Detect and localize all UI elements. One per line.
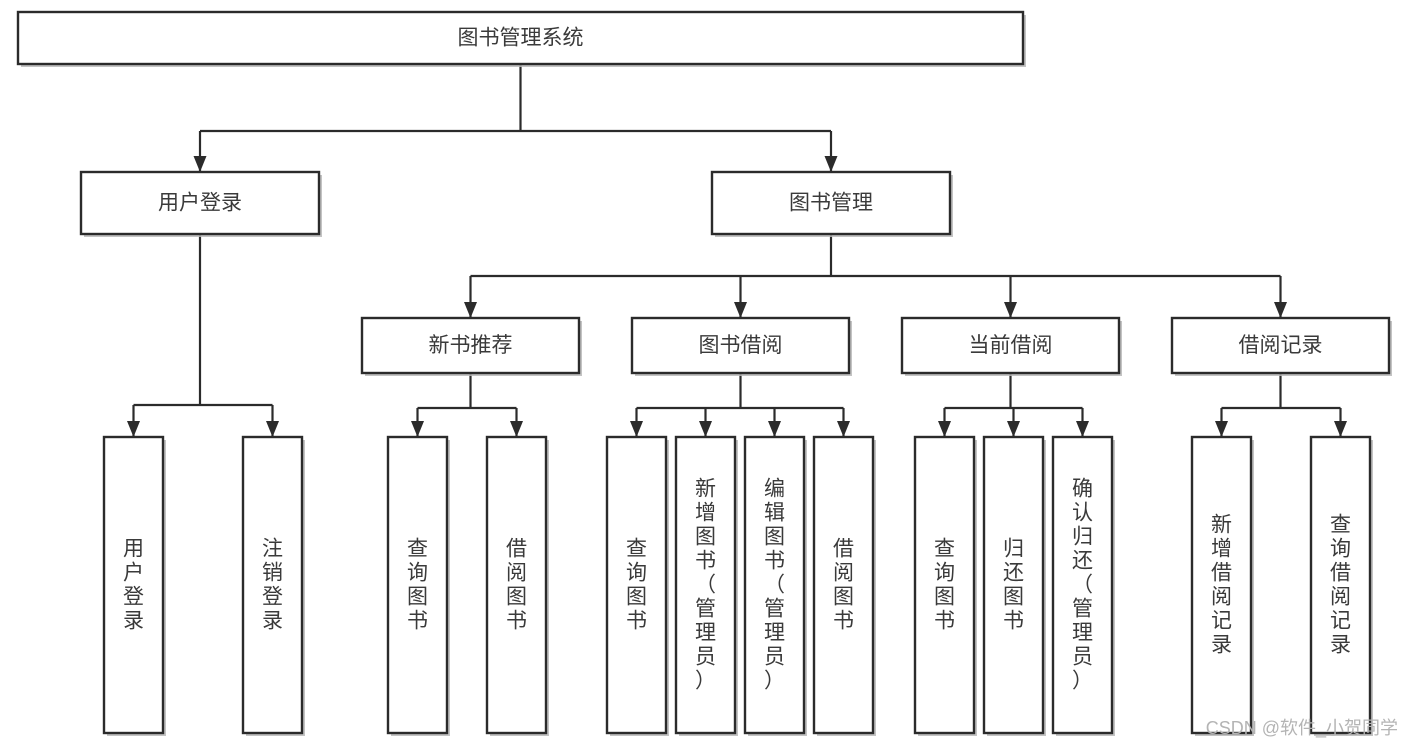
node-border xyxy=(1309,435,1372,735)
node-border xyxy=(982,435,1045,735)
node-border xyxy=(16,10,1025,66)
node-label: 当前借阅 xyxy=(969,334,1053,357)
node-border xyxy=(812,435,875,735)
node-label: 图书借阅 xyxy=(699,334,783,357)
node-label: 注销登录 xyxy=(262,538,283,633)
node-current-borrow[interactable]: 当前借阅 xyxy=(900,316,1122,376)
node-label: 借阅图书 xyxy=(506,538,527,633)
arrow-head xyxy=(938,421,951,437)
node-label: 查询图书 xyxy=(934,538,955,633)
node-leaf-add-borrow-record[interactable]: 新增借阅记录 xyxy=(1190,435,1254,736)
node-label: 新书推荐 xyxy=(429,334,513,357)
connector-group-current-borrow xyxy=(938,373,1089,437)
csdn-watermark: CSDN @软件_小贺同学 xyxy=(1206,718,1398,739)
arrow-head xyxy=(734,302,747,318)
node-leaf-add-book-admin[interactable]: 新增图书（管理员） xyxy=(674,435,738,736)
node-book-borrow[interactable]: 图书借阅 xyxy=(630,316,852,376)
arrow-head xyxy=(1334,421,1347,437)
node-label: 用户登录 xyxy=(158,192,242,215)
arrow-head xyxy=(1215,421,1228,437)
node-border xyxy=(710,170,952,236)
node-leaf-logout-login[interactable]: 注销登录 xyxy=(241,435,305,736)
arrow-head xyxy=(1004,302,1017,318)
node-label: 查询借阅记录 xyxy=(1330,514,1351,657)
node-label: 图书管理 xyxy=(789,192,873,215)
node-label: 图书管理系统 xyxy=(458,27,584,50)
node-border xyxy=(485,435,548,735)
connector-group-new-book-recommend xyxy=(411,373,523,437)
node-leaf-query-borrow-record[interactable]: 查询借阅记录 xyxy=(1309,435,1373,736)
node-label: 新增图书（管理员） xyxy=(695,478,716,693)
node-border xyxy=(1051,435,1114,735)
connector-group-borrow-records xyxy=(1215,373,1347,437)
arrow-head xyxy=(824,156,838,172)
node-root[interactable]: 图书管理系统 xyxy=(16,10,1026,67)
node-border xyxy=(1170,316,1391,375)
arrow-head xyxy=(193,156,207,172)
arrow-head xyxy=(1274,302,1287,318)
node-border xyxy=(913,435,976,735)
node-border xyxy=(360,316,581,375)
node-leaf-return-book[interactable]: 归还图书 xyxy=(982,435,1046,736)
node-book-management[interactable]: 图书管理 xyxy=(710,170,953,237)
node-border xyxy=(241,435,304,735)
node-leaf-confirm-return-admin[interactable]: 确认归还（管理员） xyxy=(1051,435,1115,736)
node-leaf-borrow-book-rec[interactable]: 借阅图书 xyxy=(485,435,549,736)
arrow-head xyxy=(630,421,643,437)
node-label: 编辑图书（管理员） xyxy=(764,478,785,693)
connectors-layer xyxy=(127,64,1347,437)
arrow-head xyxy=(411,421,424,437)
node-border xyxy=(386,435,449,735)
nodes-layer: 图书管理系统用户登录图书管理新书推荐图书借阅当前借阅借阅记录用户登录注销登录查询… xyxy=(16,10,1392,736)
node-leaf-query-book-current[interactable]: 查询图书 xyxy=(913,435,977,736)
node-border xyxy=(743,435,806,735)
node-border xyxy=(79,170,321,236)
connector-group-root xyxy=(193,64,838,172)
node-borrow-records[interactable]: 借阅记录 xyxy=(1170,316,1392,376)
node-label: 确认归还（管理员） xyxy=(1072,478,1093,693)
node-label: 查询图书 xyxy=(407,538,428,633)
node-leaf-user-login[interactable]: 用户登录 xyxy=(102,435,166,736)
connector-group-book-management xyxy=(464,234,1287,318)
node-border xyxy=(630,316,851,375)
node-leaf-query-book-borrow[interactable]: 查询图书 xyxy=(605,435,669,736)
node-leaf-query-book-rec[interactable]: 查询图书 xyxy=(386,435,450,736)
connector-group-user-login xyxy=(127,234,279,437)
node-leaf-edit-book-admin[interactable]: 编辑图书（管理员） xyxy=(743,435,807,736)
node-border xyxy=(674,435,737,735)
arrow-head xyxy=(510,421,523,437)
arrow-head xyxy=(127,421,140,437)
node-label: 新增借阅记录 xyxy=(1211,514,1232,657)
connector-group-book-borrow xyxy=(630,373,850,437)
node-label: 归还图书 xyxy=(1003,538,1024,633)
node-border xyxy=(102,435,165,735)
node-border xyxy=(1190,435,1253,735)
arrow-head xyxy=(1076,421,1089,437)
node-label: 借阅图书 xyxy=(833,538,854,633)
arrow-head xyxy=(837,421,850,437)
arrow-head xyxy=(768,421,781,437)
node-border xyxy=(900,316,1121,375)
node-border xyxy=(605,435,668,735)
node-label: 借阅记录 xyxy=(1239,334,1323,357)
node-new-book-recommend[interactable]: 新书推荐 xyxy=(360,316,582,376)
arrow-head xyxy=(1007,421,1020,437)
node-user-login[interactable]: 用户登录 xyxy=(79,170,322,237)
arrow-head xyxy=(266,421,279,437)
node-leaf-borrow-book[interactable]: 借阅图书 xyxy=(812,435,876,736)
arrow-head xyxy=(464,302,477,318)
arrow-head xyxy=(699,421,712,437)
node-label: 查询图书 xyxy=(626,538,647,633)
node-label: 用户登录 xyxy=(123,538,144,633)
